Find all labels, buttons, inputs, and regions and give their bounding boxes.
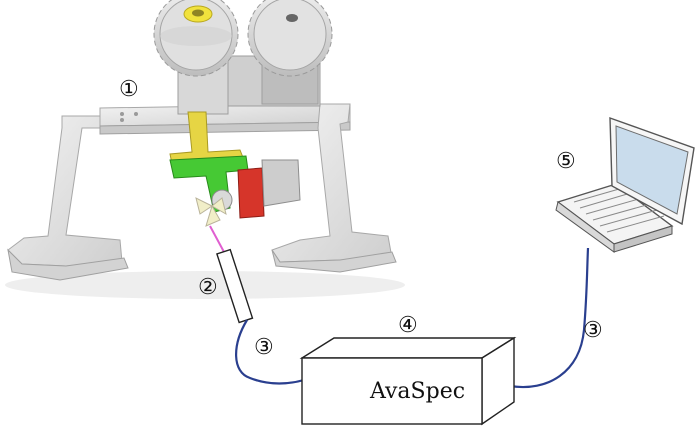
avaspec-label: AvaSpec bbox=[369, 379, 465, 404]
rig-left-foot bbox=[7, 248, 129, 281]
rig-right-foot bbox=[271, 249, 397, 273]
fiber-cable-right bbox=[509, 247, 590, 389]
fiber-cable-left bbox=[235, 319, 305, 385]
right-gear bbox=[247, 0, 333, 77]
green-bracket bbox=[169, 155, 249, 213]
red-motor-face bbox=[237, 167, 265, 219]
label-fiber-right-number: ③ bbox=[583, 318, 603, 343]
laptop-screen bbox=[615, 125, 689, 215]
label-spectrometer-number: ④ bbox=[398, 313, 418, 338]
fan-blades bbox=[195, 197, 227, 227]
avaspec-spectrometer: AvaSpec bbox=[299, 336, 517, 426]
label-rig-number: ① bbox=[119, 77, 139, 102]
positioning-rig bbox=[5, 0, 405, 299]
left-gear bbox=[153, 0, 239, 77]
laptop-keyboard bbox=[573, 186, 665, 233]
rig-left-leg bbox=[7, 115, 123, 267]
grey-motor-body bbox=[261, 159, 301, 207]
probe-tip bbox=[209, 225, 225, 253]
label-laptop-number: ⑤ bbox=[556, 149, 576, 174]
label-probe-number: ② bbox=[198, 275, 218, 300]
label-fiber-left-number: ③ bbox=[254, 335, 274, 360]
laptop-computer bbox=[555, 116, 695, 253]
